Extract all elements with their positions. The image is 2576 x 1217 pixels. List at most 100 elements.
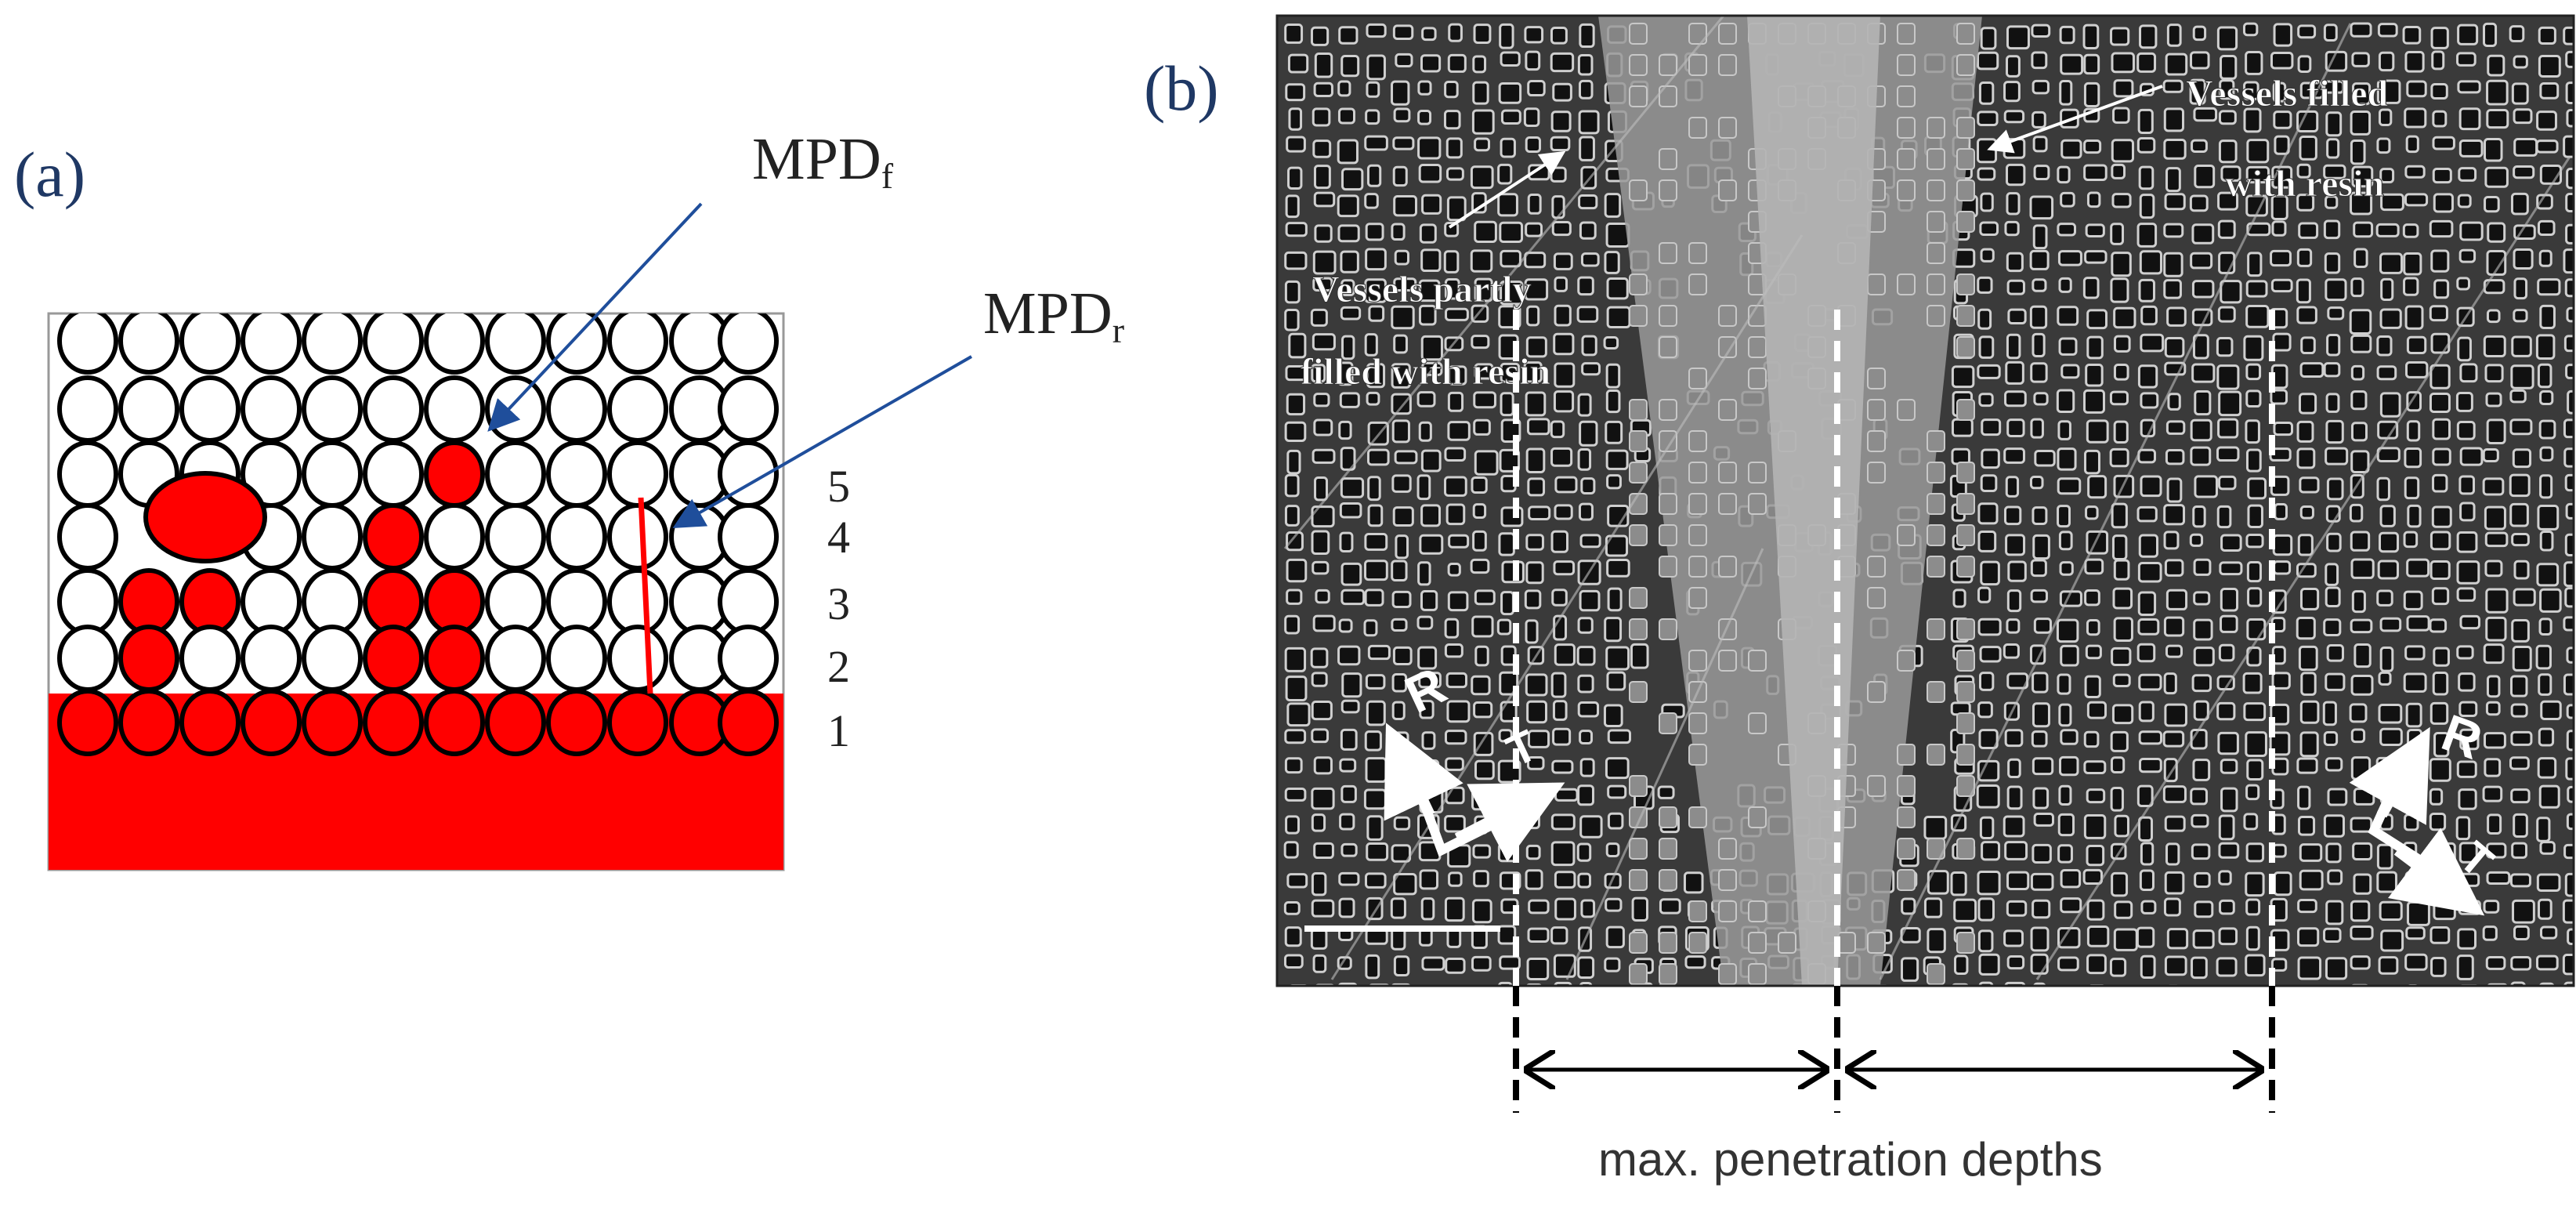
micrograph-cell <box>2538 982 2555 986</box>
resin-filled-cell <box>1897 54 1916 76</box>
micrograph-cell <box>2510 955 2532 971</box>
micrograph-cell <box>2217 418 2239 439</box>
resin-filled-cell <box>1659 838 1677 860</box>
micrograph-cell <box>2110 730 2129 752</box>
micrograph-cell <box>2059 79 2073 106</box>
resin-filled-cell <box>1897 869 1916 891</box>
micrograph-cell <box>2086 309 2108 330</box>
micrograph-cell <box>1471 335 1490 350</box>
micrograph-cell <box>2164 871 2185 895</box>
micrograph-cell <box>1284 280 1301 304</box>
micrograph-cell <box>2243 335 2264 361</box>
micrograph-cell <box>2004 390 2027 407</box>
micrograph-cell <box>1365 223 1384 241</box>
micrograph-cell <box>2140 392 2159 409</box>
micrograph-cell <box>1470 558 1490 574</box>
micrograph-cell <box>2033 618 2052 634</box>
micrograph-cell <box>2565 192 2574 213</box>
micrograph-cell <box>1554 643 1576 666</box>
micrograph-cell <box>2300 672 2317 696</box>
micrograph-cell <box>1579 758 1595 777</box>
micrograph-cell <box>2563 248 2574 274</box>
micrograph-cell <box>1499 23 1514 49</box>
micrograph-cell <box>1311 787 1335 810</box>
resin-filled-cell <box>1688 650 1707 672</box>
micrograph-cell <box>1444 896 1465 922</box>
micrograph-cell <box>2086 335 2104 360</box>
micrograph-cell <box>1416 474 1431 501</box>
micrograph-cell <box>2459 502 2476 522</box>
micrograph-cell <box>1474 984 1489 986</box>
micrograph-cell <box>2243 107 2262 133</box>
micrograph-cell <box>1287 53 1309 74</box>
micrograph-cell <box>2511 82 2529 105</box>
micrograph-cell <box>2272 332 2292 352</box>
micrograph-cell <box>1314 224 1333 243</box>
micrograph-cell <box>1550 27 1568 45</box>
resin-filled-cell <box>1956 524 1975 546</box>
micrograph-cell <box>1525 222 1543 237</box>
micrograph-cell <box>2324 252 2341 274</box>
micrograph-cell <box>1523 107 1540 127</box>
micrograph-cell <box>1528 505 1551 521</box>
micrograph-cell <box>2484 531 2509 548</box>
micrograph-cell <box>2164 815 2186 832</box>
micrograph-cell <box>2323 618 2342 637</box>
micrograph-cell <box>1418 304 1437 326</box>
micrograph-cell <box>2458 475 2476 495</box>
micrograph-cell <box>1500 109 1521 125</box>
micrograph-cell <box>2218 139 2238 164</box>
micrograph-cell <box>2032 224 2048 250</box>
micrograph-cell <box>1500 137 1516 158</box>
micrograph-cell <box>1420 504 1442 527</box>
micrograph-cell <box>2486 675 2501 698</box>
micrograph-cell <box>1525 391 1547 417</box>
micrograph-cell <box>1448 23 1463 42</box>
resin-filled-cell <box>1956 681 1975 703</box>
micrograph-cell <box>2566 168 2574 190</box>
micrograph-cell <box>1471 899 1492 924</box>
wood-cell <box>302 313 363 375</box>
micrograph-cell <box>2243 81 2259 101</box>
micrograph-cell <box>2164 193 2186 211</box>
micrograph-cell <box>2349 309 2372 335</box>
micrograph-cell <box>1500 281 1524 306</box>
micrograph-cell <box>2031 757 2054 776</box>
micrograph-cell <box>2484 364 2504 383</box>
micrograph-cell <box>2112 107 2130 124</box>
micrograph-cell <box>2509 389 2527 404</box>
micrograph-cell <box>2218 475 2237 491</box>
micrograph-cell <box>2220 987 2238 1009</box>
resin-filled-cell <box>1927 117 1945 139</box>
mpd-f-sub: f <box>881 156 894 196</box>
micrograph-cell <box>2246 561 2262 583</box>
micrograph-cell <box>2270 703 2290 726</box>
micrograph-cell <box>2082 868 2104 886</box>
resin-filled-cell <box>1629 838 1648 860</box>
resin-filled-cell <box>1927 305 1945 327</box>
micrograph-cell <box>2193 591 2211 606</box>
micrograph-cell <box>2349 503 2364 523</box>
micrograph-cell <box>1391 474 1412 493</box>
micrograph-cell <box>2030 953 2049 975</box>
micrograph-cell <box>2377 23 2398 38</box>
micrograph-cell <box>2140 842 2155 866</box>
mpd-r-main: MPD <box>983 281 1113 346</box>
resin-filled-cell <box>1659 493 1677 515</box>
micrograph-cell <box>1419 223 1437 244</box>
resin-filled-cell <box>1629 462 1648 484</box>
resin-filled-cell <box>1867 399 1886 421</box>
micrograph-cell <box>2003 81 2021 103</box>
micrograph-cell <box>2164 559 2184 577</box>
micrograph-cell <box>2484 732 2506 749</box>
micrograph-cell <box>2083 814 2107 839</box>
micrograph-cell <box>2166 24 2182 47</box>
wood-cell <box>485 568 546 636</box>
micrograph-cell <box>1285 222 1308 237</box>
micrograph-cell <box>1340 250 1359 273</box>
micrograph-cell <box>1444 730 1467 745</box>
micrograph-cell <box>2513 108 2533 125</box>
micrograph-cell <box>2163 252 2183 277</box>
micrograph-cell <box>1579 815 1603 838</box>
micrograph-cell <box>2297 534 2314 556</box>
